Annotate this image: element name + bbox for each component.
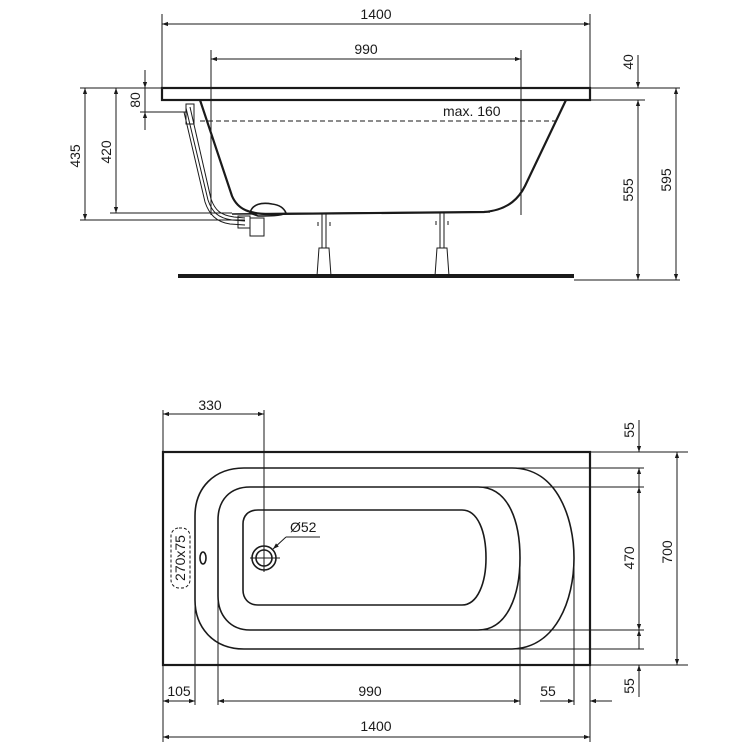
- dim-height-595: 595: [658, 88, 679, 280]
- dim-label: 55: [540, 683, 556, 699]
- plan-view: Ø52 270x75 330 55 470: [161, 397, 688, 742]
- tub-rim: [160, 86, 592, 102]
- dim-label: 555: [620, 178, 636, 202]
- dim-label: 55: [621, 678, 637, 694]
- dim-label: 435: [67, 144, 83, 168]
- dim-label: 470: [621, 546, 637, 570]
- tub-legs: [316, 213, 450, 277]
- dim-depth-435: 435: [67, 88, 88, 220]
- water-level-label: max. 160: [443, 103, 501, 119]
- dim-label: 990: [354, 41, 378, 57]
- dim-label: 1400: [360, 718, 391, 734]
- dim-label: 55: [621, 422, 637, 438]
- waste-overflow-assembly: [183, 103, 288, 237]
- access-panel: 270x75: [170, 527, 191, 589]
- dim-inner-length-990: 990: [218, 683, 520, 704]
- dim-rim-top-55: 55: [621, 420, 642, 487]
- dim-label: 420: [98, 140, 114, 164]
- dim-label: 105: [167, 683, 191, 699]
- dim-overall-width-700: 700: [659, 452, 680, 665]
- dim-height-555: 555: [620, 100, 641, 280]
- side-view: 1400 990 max. 160: [67, 6, 680, 281]
- dim-rim-bottom-55: 55: [621, 630, 642, 697]
- waste-diameter-label: Ø52: [290, 519, 317, 535]
- dim-label: 990: [358, 683, 382, 699]
- access-panel-label: 270x75: [172, 535, 188, 581]
- dim-end-rim-55: 55: [540, 683, 612, 704]
- dim-rim-40: 40: [620, 54, 641, 88]
- dim-label: 700: [659, 540, 675, 564]
- overflow-hole: [199, 551, 207, 565]
- tub-inner-contour-outer: [194, 467, 575, 650]
- dim-inner-width-470: 470: [621, 487, 642, 630]
- dim-label: 330: [198, 397, 222, 413]
- dim-inner-length-side: 990: [211, 41, 521, 62]
- tub-inner-contour-middle: [217, 486, 521, 631]
- dim-end-rim-105: 105: [163, 683, 195, 704]
- dim-label: 80: [127, 92, 143, 108]
- waste-outlet: Ø52: [250, 519, 320, 572]
- dim-label: 40: [620, 54, 636, 70]
- dim-overall-length-side: 1400: [162, 6, 590, 27]
- dim-depth-420: 420: [98, 88, 119, 213]
- tub-outline-plan: [161, 450, 592, 667]
- tub-body: [198, 99, 567, 216]
- dim-overflow-80: 80: [127, 70, 148, 130]
- tub-bottom-contour: [242, 509, 487, 606]
- dim-label: 1400: [360, 6, 391, 22]
- dim-label: 595: [658, 168, 674, 192]
- dim-waste-offset: 330: [163, 397, 264, 417]
- dim-overall-length-plan: 1400: [163, 718, 590, 740]
